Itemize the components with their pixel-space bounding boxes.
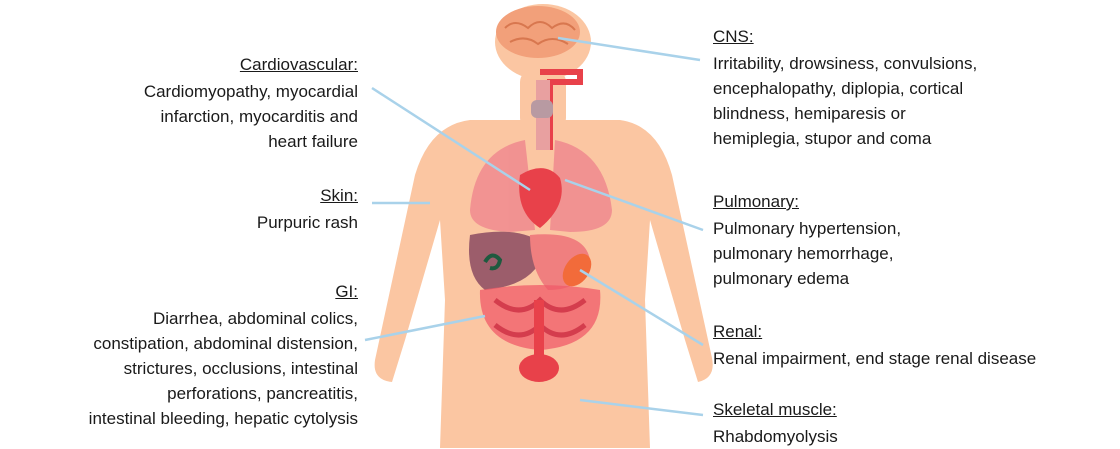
annotation-heading: Renal: xyxy=(713,319,1113,344)
annotation-heading: CNS: xyxy=(713,24,1113,49)
brain-organ xyxy=(496,6,580,58)
annotation-body: Diarrhea, abdominal colics, constipation… xyxy=(0,306,358,431)
annotation-body: Cardiomyopathy, myocardial infarction, m… xyxy=(18,79,358,154)
annotation-heading: Cardiovascular: xyxy=(18,52,358,77)
annotation-heading: Skeletal muscle: xyxy=(713,397,1113,422)
annotation-body: Irritability, drowsiness, convulsions, e… xyxy=(713,51,1113,151)
annotation-pulmonary: Pulmonary: Pulmonary hypertension, pulmo… xyxy=(713,189,1113,291)
annotation-heading: Skin: xyxy=(18,183,358,208)
annotation-gi: GI: Diarrhea, abdominal colics, constipa… xyxy=(0,279,358,431)
annotation-skeletal-muscle: Skeletal muscle: Rhabdomyolysis xyxy=(713,397,1113,449)
annotation-cardiovascular: Cardiovascular: Cardiomyopathy, myocardi… xyxy=(18,52,358,154)
annotation-renal: Renal: Renal impairment, end stage renal… xyxy=(713,319,1113,371)
annotation-cns: CNS: Irritability, drowsiness, convulsio… xyxy=(713,24,1113,151)
annotation-heading: GI: xyxy=(0,279,358,304)
annotation-body: Rhabdomyolysis xyxy=(713,424,1113,449)
annotation-body: Pulmonary hypertension, pulmonary hemorr… xyxy=(713,216,1113,291)
annotation-body: Purpuric rash xyxy=(18,210,358,235)
annotation-skin: Skin: Purpuric rash xyxy=(18,183,358,235)
annotation-body: Renal impairment, end stage renal diseas… xyxy=(713,346,1113,371)
annotation-heading: Pulmonary: xyxy=(713,189,1113,214)
